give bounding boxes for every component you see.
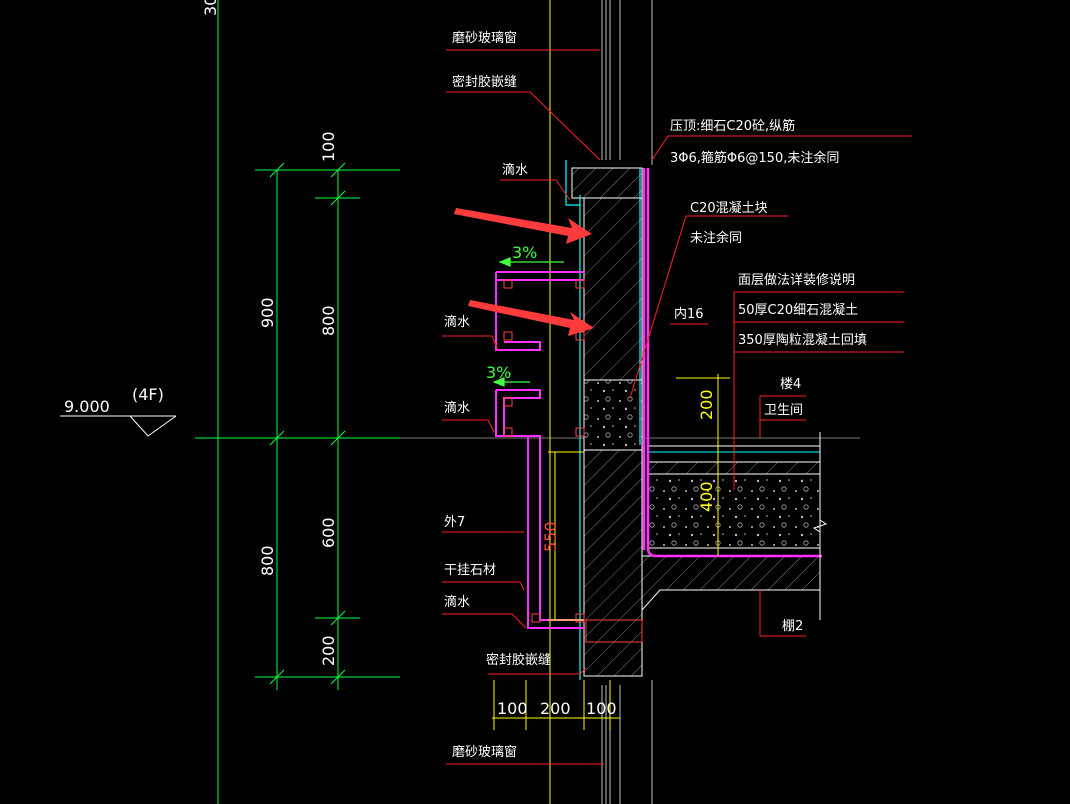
label-coping-line1: 压顶:细石C20砼,纵筋 <box>670 118 795 134</box>
label-frosted-glass-bottom: 磨砂玻璃窗 <box>452 744 517 760</box>
dim-bottom-100-left: 100 <box>497 699 528 718</box>
break-mark <box>812 500 828 560</box>
label-interior-16: 内16 <box>674 306 704 322</box>
label-layer-1: 50厚C20细石混凝土 <box>738 302 858 318</box>
dim-inner-600: 600 <box>319 517 338 548</box>
dim-fill-400: 400 <box>697 481 716 512</box>
level-floor: (4F) <box>132 385 164 404</box>
yellow-dimensions <box>492 374 730 730</box>
label-drip-1: 滴水 <box>502 162 528 178</box>
label-layer-2: 350厚陶粒混凝土回填 <box>738 332 867 348</box>
dim-bottom-100-right: 100 <box>586 699 617 718</box>
label-sealant-bottom: 密封胶嵌缝 <box>486 652 551 668</box>
label-concrete-block-line1: C20混凝土块 <box>690 200 768 216</box>
label-drip-4: 滴水 <box>444 594 470 610</box>
level-marker: 9.000 (4F) <box>60 385 177 437</box>
dim-inner-200: 200 <box>319 635 338 666</box>
dim-outer-900: 900 <box>258 297 277 328</box>
label-finish-note: 面层做法详装修说明 <box>738 273 855 288</box>
dim-inner-800: 800 <box>319 305 338 336</box>
slope-upper: 3% <box>512 243 537 262</box>
leader-lines <box>442 49 912 765</box>
level-value: 9.000 <box>64 397 110 416</box>
dim-outer-800: 800 <box>258 545 277 576</box>
parapet-structure <box>571 167 821 677</box>
annotation-arrows <box>454 208 594 336</box>
window-glass-lines <box>601 0 653 804</box>
label-shed-2: 棚2 <box>782 619 803 634</box>
label-drip-2: 滴水 <box>444 314 470 330</box>
label-dry-hung-stone: 干挂石材 <box>444 563 496 578</box>
slope-lower: 3% <box>486 363 511 382</box>
top-fragment-text: 30 <box>201 0 220 16</box>
label-sealant-top: 密封胶嵌缝 <box>452 74 517 90</box>
dim-bottom-200: 200 <box>540 699 571 718</box>
label-concrete-block-line2: 未注余同 <box>690 230 742 246</box>
waterproof-membrane <box>642 168 822 558</box>
label-floor-4: 楼4 <box>780 377 801 392</box>
cladding-anchors <box>503 279 585 623</box>
slope-arrows <box>492 257 564 387</box>
dim-fill-200: 200 <box>697 389 716 420</box>
dim-inner-100: 100 <box>319 131 338 162</box>
label-toilet: 卫生间 <box>764 403 803 418</box>
label-coping-line2: 3Φ6,箍筋Φ6@150,未注余同 <box>670 150 839 166</box>
dim-550: 550 <box>541 521 560 552</box>
cyan-lines <box>565 160 641 680</box>
label-drip-3: 滴水 <box>444 400 470 416</box>
label-frosted-glass-top: 磨砂玻璃窗 <box>452 30 517 46</box>
label-exterior-7: 外7 <box>444 515 465 530</box>
left-dimension-lines <box>195 0 400 804</box>
